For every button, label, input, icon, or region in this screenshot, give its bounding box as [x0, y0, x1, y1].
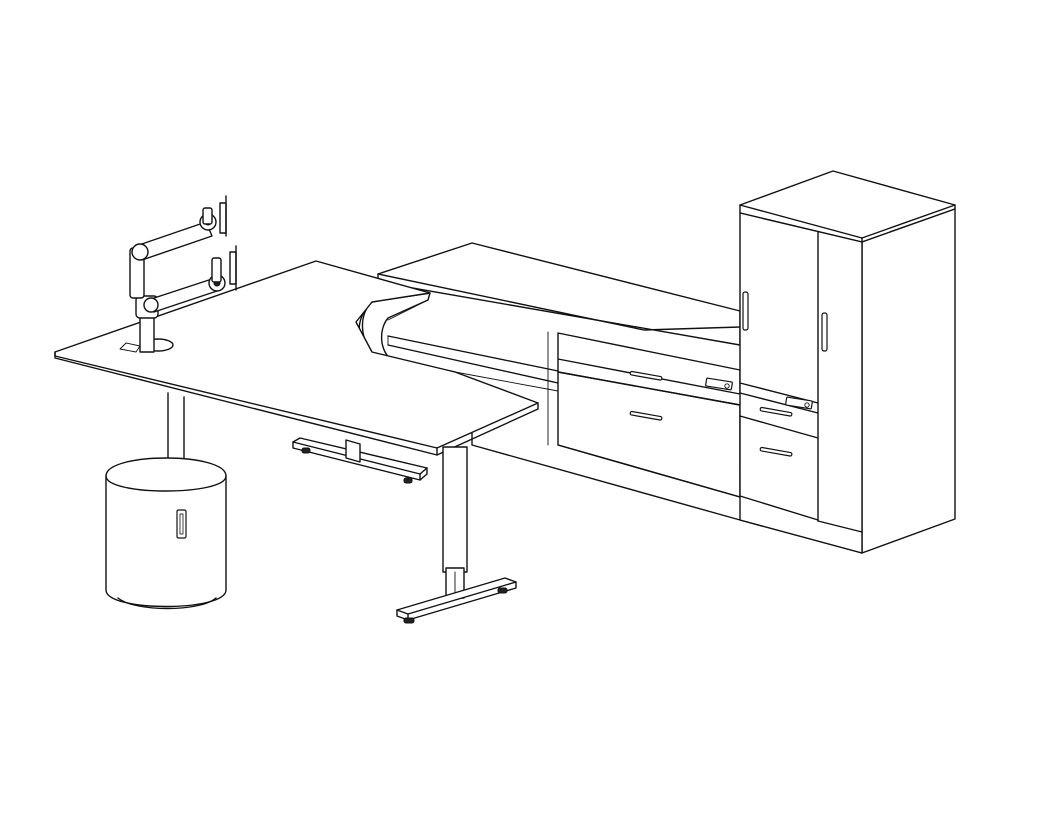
storage-tower: [739, 170, 956, 554]
drawer-handle-icon: [629, 370, 663, 381]
door-handle-icon: [742, 291, 749, 331]
desktop: [54, 260, 539, 449]
pedestal-handle-icon: [176, 509, 187, 539]
lock-icon: [785, 396, 813, 410]
credenza-drawer-lower: [557, 371, 741, 498]
round-pedestal: [105, 457, 227, 610]
lock-icon: [705, 377, 733, 391]
desk: [54, 260, 539, 456]
door-handle-icon: [821, 312, 828, 352]
drawer-handle-icon: [629, 410, 663, 421]
monitor-arm: [119, 195, 237, 353]
drawer-handle-icon: [759, 446, 793, 457]
credenza-top: [377, 242, 741, 331]
drawer-handle-icon: [759, 406, 793, 417]
desk-legs: [167, 392, 517, 624]
front-leg: [442, 446, 468, 573]
